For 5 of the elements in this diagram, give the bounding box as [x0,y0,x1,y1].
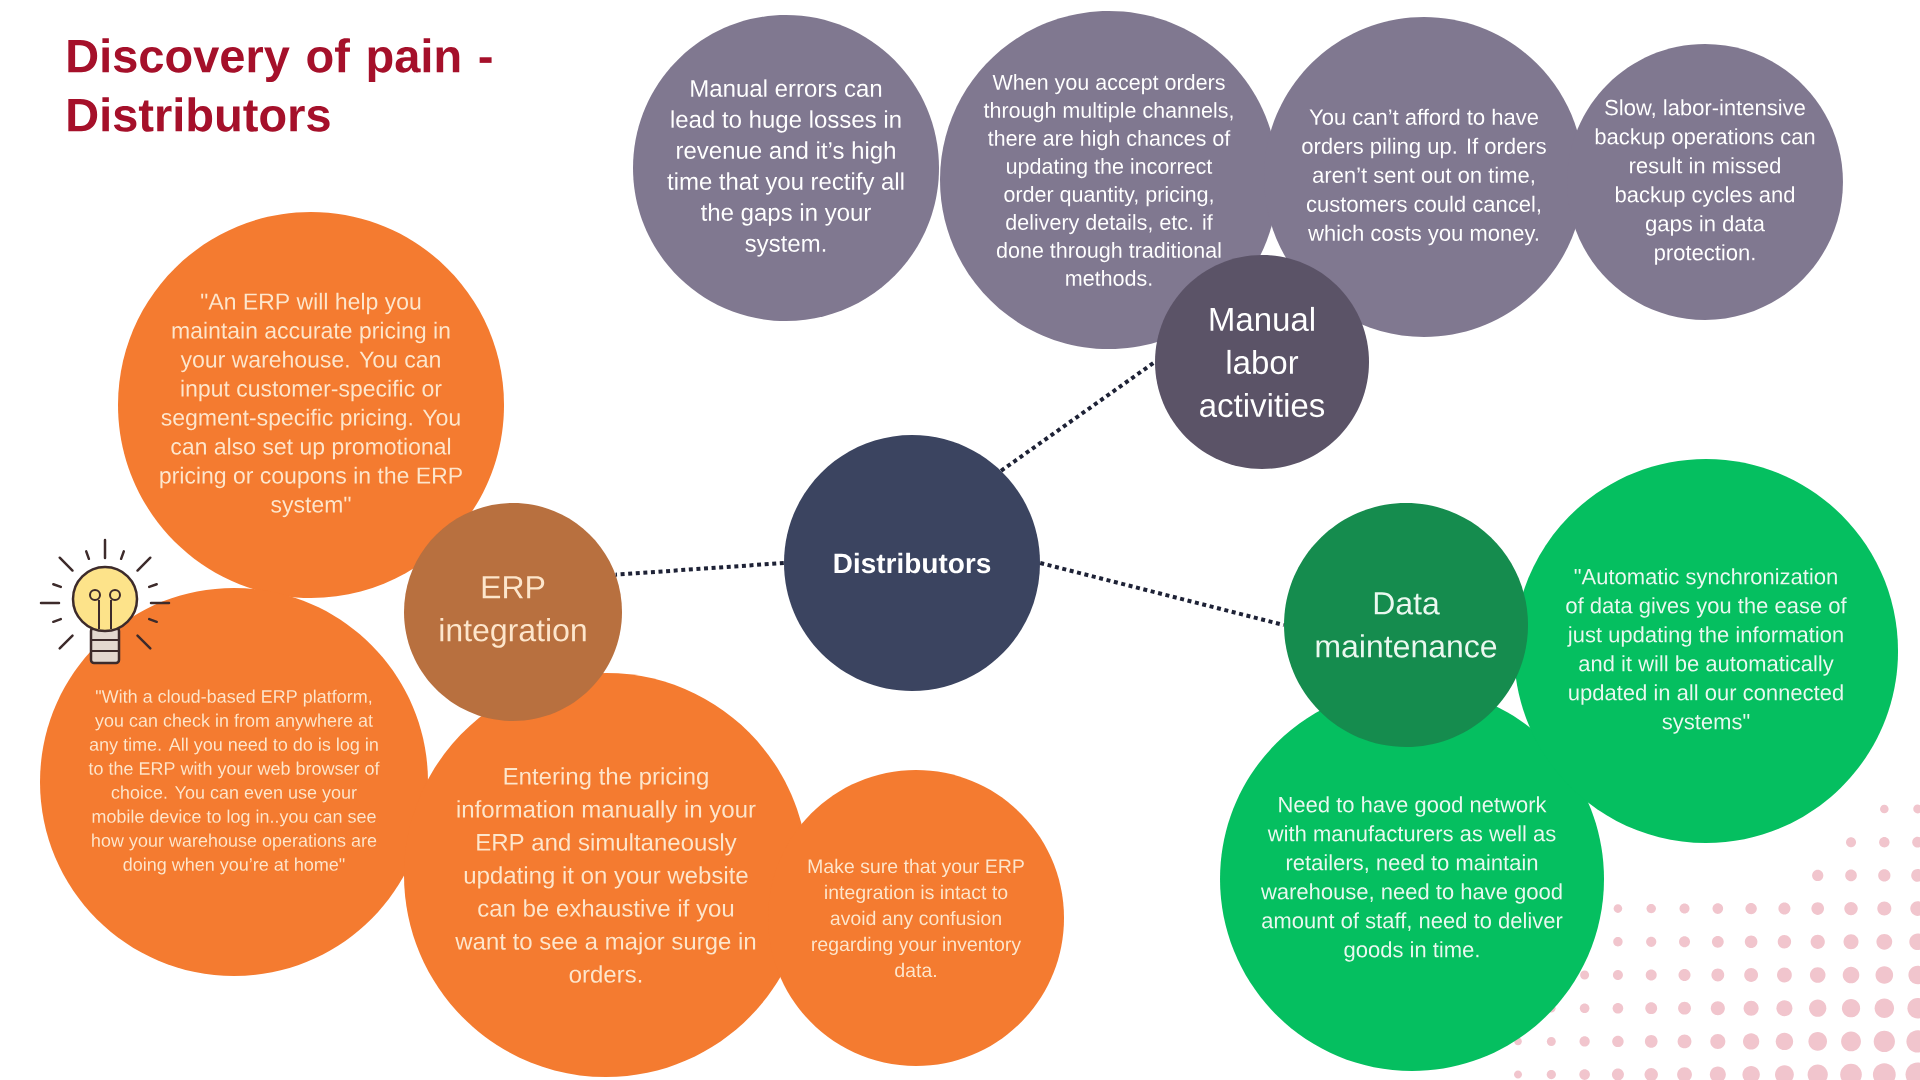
dotted-line [999,360,1156,473]
title: Discovery of pain - Distributors [68,38,492,132]
dotted-line [615,561,784,577]
dotted-line [1039,561,1285,627]
node-label: Make sure that your ERP integration is intact to avoid any confusion regarding your inventory data. [808,858,1024,978]
